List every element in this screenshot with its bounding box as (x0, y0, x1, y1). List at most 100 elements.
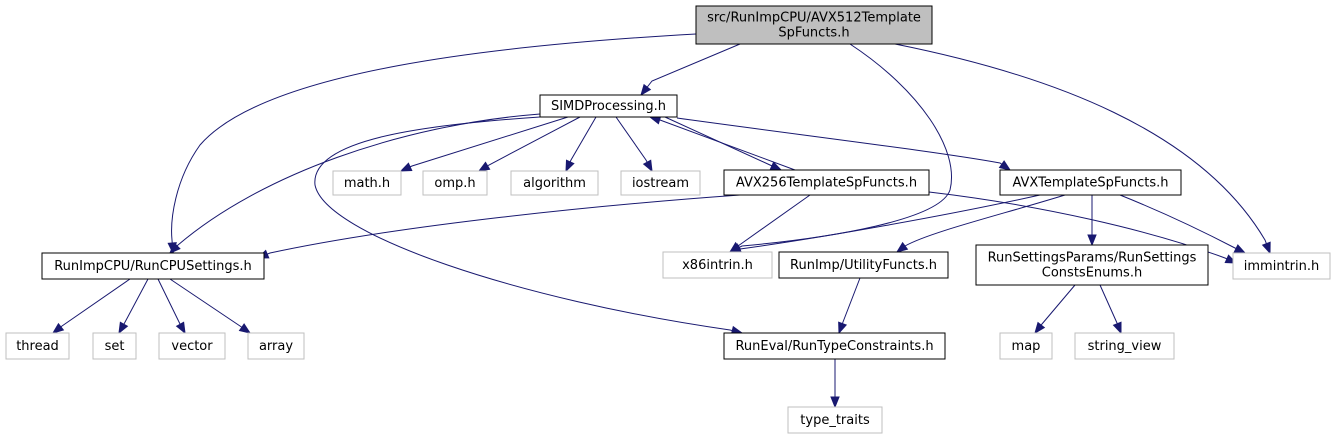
edge-runcpu-to-array (169, 278, 252, 334)
node-label: SIMDProcessing.h (551, 99, 666, 114)
edges-layer (51, 33, 1271, 409)
edge-line (52, 278, 131, 334)
node-box (510, 170, 599, 196)
arrowhead (118, 321, 129, 335)
node-label: type_traits (800, 413, 870, 428)
edge-line (478, 116, 581, 172)
node-label: SpFuncts.h (778, 26, 849, 41)
node-iostream: iostream (620, 170, 701, 196)
node-utility[interactable]: RunImp/UtilityFuncts.h (778, 251, 949, 279)
edge-simd-to-runcpu (169, 113, 541, 254)
edge-line (171, 33, 697, 254)
node-box (5, 332, 70, 360)
arrowhead (830, 396, 840, 409)
node-label: immintrin.h (1244, 259, 1319, 274)
node-label: RunImpCPU/RunCPUSettings.h (54, 259, 252, 274)
node-string_view: string_view (1074, 332, 1175, 360)
node-box (1074, 332, 1175, 360)
edge-avx256-to-runcpu (256, 194, 741, 259)
node-array: array (247, 332, 305, 360)
node-box (41, 252, 265, 280)
arrowhead (1087, 234, 1097, 247)
edge-line (169, 113, 541, 254)
node-thread: thread (5, 332, 70, 360)
edge-root-to-immintrin (894, 43, 1271, 255)
arrowhead (238, 323, 252, 334)
node-typeconstraints[interactable]: RunEval/RunTypeConstraints.h (723, 332, 946, 360)
node-set: set (92, 332, 137, 360)
node-simd[interactable]: SIMDProcessing.h (539, 94, 678, 118)
node-map: map (999, 332, 1053, 360)
node-box (620, 170, 701, 196)
arrowhead (51, 322, 65, 334)
edge-line (729, 194, 1041, 253)
arrowhead (838, 321, 848, 335)
arrowhead (895, 241, 909, 253)
node-label: AVXTemplateSpFuncts.h (1012, 176, 1168, 191)
node-label: set (105, 339, 125, 354)
node-immintrin: immintrin.h (1232, 252, 1331, 280)
node-box (422, 170, 488, 196)
edge-avxtemplate-to-utility (895, 194, 1066, 253)
node-box (999, 169, 1182, 196)
node-label: RunSettingsParams/RunSettings (988, 251, 1197, 266)
edge-root-to-x86 (728, 43, 952, 253)
edge-line (649, 116, 796, 171)
edge-settings-to-map (1034, 284, 1076, 335)
node-box (662, 251, 773, 279)
node-type_traits: type_traits (787, 406, 883, 434)
node-box (723, 169, 930, 196)
node-label: omp.h (434, 176, 475, 191)
edge-runcpu-to-set (118, 278, 149, 335)
edge-line (257, 194, 741, 259)
node-avx256[interactable]: AVX256TemplateSpFuncts.h (723, 169, 930, 196)
node-box (247, 332, 305, 360)
edge-simd-to-algorithm (565, 116, 597, 173)
edge-line (896, 194, 1066, 253)
node-runcpu[interactable]: RunImpCPU/RunCPUSettings.h (41, 252, 265, 280)
edge-avxtemplate-to-settings (1087, 195, 1097, 247)
node-label: string_view (1088, 339, 1162, 354)
node-box (787, 406, 883, 434)
edge-line (400, 116, 569, 172)
node-label: map (1012, 339, 1041, 354)
node-box (999, 332, 1053, 360)
node-math: math.h (332, 170, 402, 196)
edge-settings-to-string_view (1099, 284, 1122, 335)
edge-root-to-runcpu (167, 33, 697, 255)
edge-line (894, 43, 1271, 254)
arrowhead (642, 159, 653, 173)
node-box (778, 251, 949, 279)
node-box (332, 170, 402, 196)
node-label: vector (171, 339, 213, 354)
node-label: math.h (344, 176, 390, 191)
edge-line (729, 43, 952, 253)
node-omp: omp.h (422, 170, 488, 196)
node-label: RunImp/UtilityFuncts.h (790, 258, 937, 273)
node-box (723, 332, 946, 360)
edge-simd-to-typeconstraints (314, 116, 744, 336)
edge-line (640, 43, 741, 96)
arrowhead (477, 161, 491, 172)
edge-line (676, 117, 1011, 171)
node-vector: vector (158, 332, 226, 360)
edge-simd-to-avx256 (664, 116, 783, 171)
node-label: algorithm (523, 176, 586, 191)
arrowhead (169, 242, 181, 254)
edge-root-to-simd (640, 43, 741, 97)
node-label: x86intrin.h (682, 258, 753, 273)
edge-runcpu-to-thread (51, 278, 131, 334)
node-avxtemplate[interactable]: AVXTemplateSpFuncts.h (999, 169, 1182, 196)
node-settings[interactable]: RunSettingsParams/RunSettingsConstsEnums… (975, 244, 1209, 286)
edge-line (1119, 194, 1246, 254)
edge-simd-to-omp (477, 116, 581, 172)
edge-avxtemplate-to-immintrin (1119, 194, 1247, 254)
node-label: iostream (632, 176, 689, 191)
edge-simd-to-math (399, 116, 569, 172)
nodes-layer: src/RunImpCPU/AVX512TemplateSpFuncts.hSI… (5, 5, 1331, 434)
arrowhead (1261, 241, 1271, 255)
node-label: AVX256TemplateSpFuncts.h (736, 176, 917, 191)
edge-typeconstraints-to-type_traits (830, 359, 840, 409)
